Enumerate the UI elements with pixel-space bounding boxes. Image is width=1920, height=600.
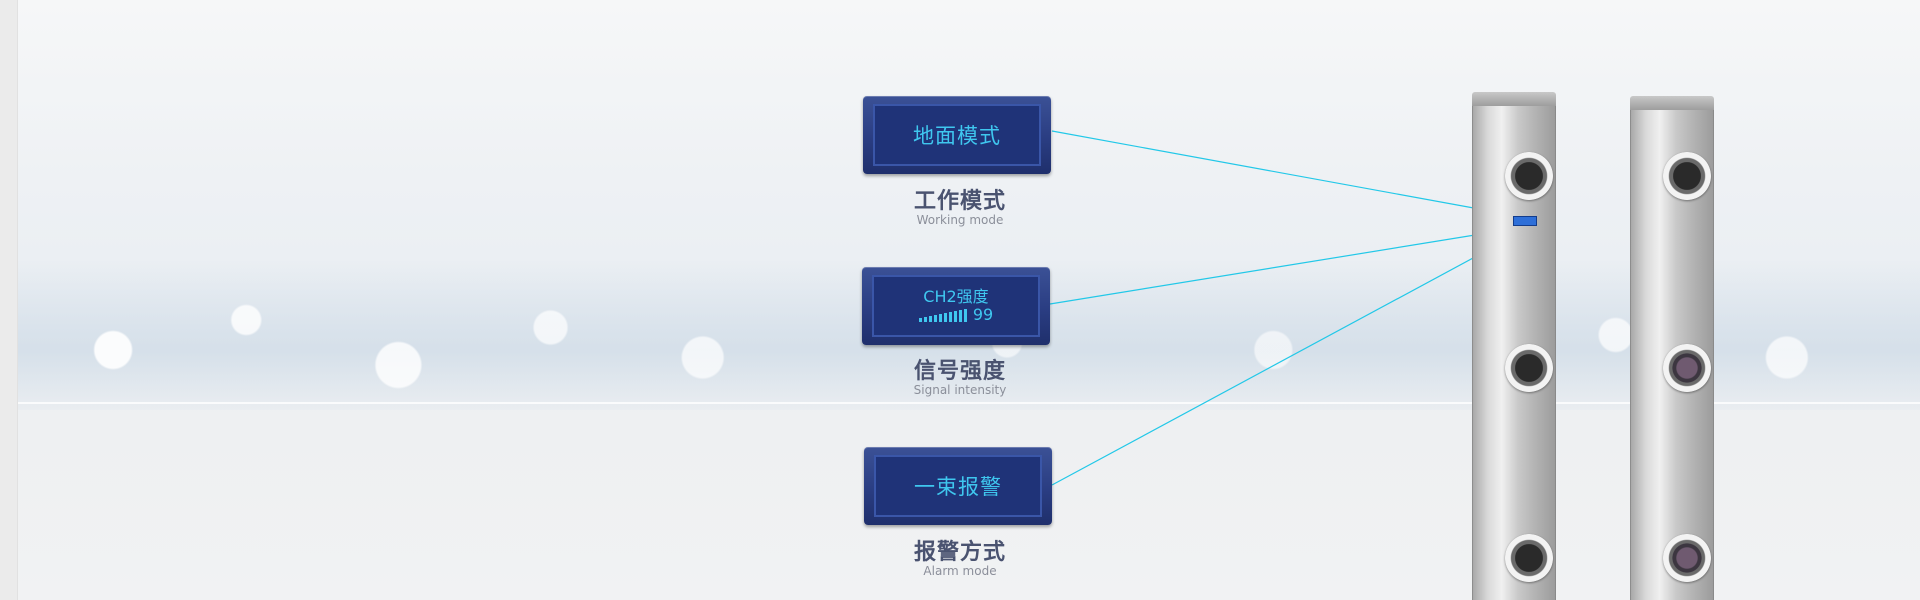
signal-channel-label: CH2强度 (923, 287, 989, 306)
working-mode-screen: 地面模式 (873, 104, 1041, 166)
signal-bar (948, 312, 952, 322)
signal-row: 99 (918, 305, 994, 324)
alarm-mode-value: 一束报警 (914, 475, 1002, 499)
alarm-mode-subtitle: Alarm mode (923, 564, 997, 578)
signal-bar (953, 311, 957, 322)
signal-bar (933, 315, 937, 322)
signal-strength-icon (918, 309, 967, 322)
signal-intensity-subtitle: Signal intensity (913, 383, 1007, 397)
signal-intensity-screen: CH2强度 99 (872, 275, 1040, 337)
connector-line-working-mode (1051, 130, 1513, 216)
infrared-lens-icon (1505, 534, 1553, 582)
pole-status-display (1513, 216, 1537, 226)
working-mode-display: 地面模式 (863, 96, 1051, 174)
alarm-mode-screen: 一束报警 (874, 455, 1042, 517)
infrared-lens-icon (1505, 152, 1553, 200)
infrared-lens-icon (1663, 152, 1711, 200)
infrared-lens-icon (1505, 344, 1553, 392)
signal-bar (923, 317, 927, 322)
page-left-edge (0, 0, 18, 600)
signal-value: 99 (972, 305, 994, 324)
signal-bar (938, 314, 942, 322)
signal-bar (943, 313, 947, 322)
working-mode-value: 地面模式 (913, 124, 1001, 148)
working-mode-title: 工作模式 (913, 189, 1006, 214)
infrared-beam-pole-right (1630, 96, 1714, 600)
alarm-mode-display: 一束报警 (864, 447, 1052, 525)
background-horizon (18, 402, 1920, 404)
infrared-beam-pole-left (1472, 92, 1556, 600)
signal-bar (928, 316, 932, 322)
pole-cap-right (1630, 96, 1714, 110)
signal-intensity-display: CH2强度 99 (862, 267, 1050, 345)
signal-bar (918, 318, 922, 322)
alarm-mode-title: 报警方式 (913, 540, 1006, 565)
signal-bar (958, 310, 962, 322)
working-mode-subtitle: Working mode (916, 213, 1004, 227)
signal-bar (963, 309, 967, 322)
pole-cap-left (1472, 92, 1556, 106)
signal-intensity-title: 信号强度 (913, 359, 1006, 384)
infrared-lens-icon (1663, 534, 1711, 582)
infrared-lens-icon (1663, 344, 1711, 392)
